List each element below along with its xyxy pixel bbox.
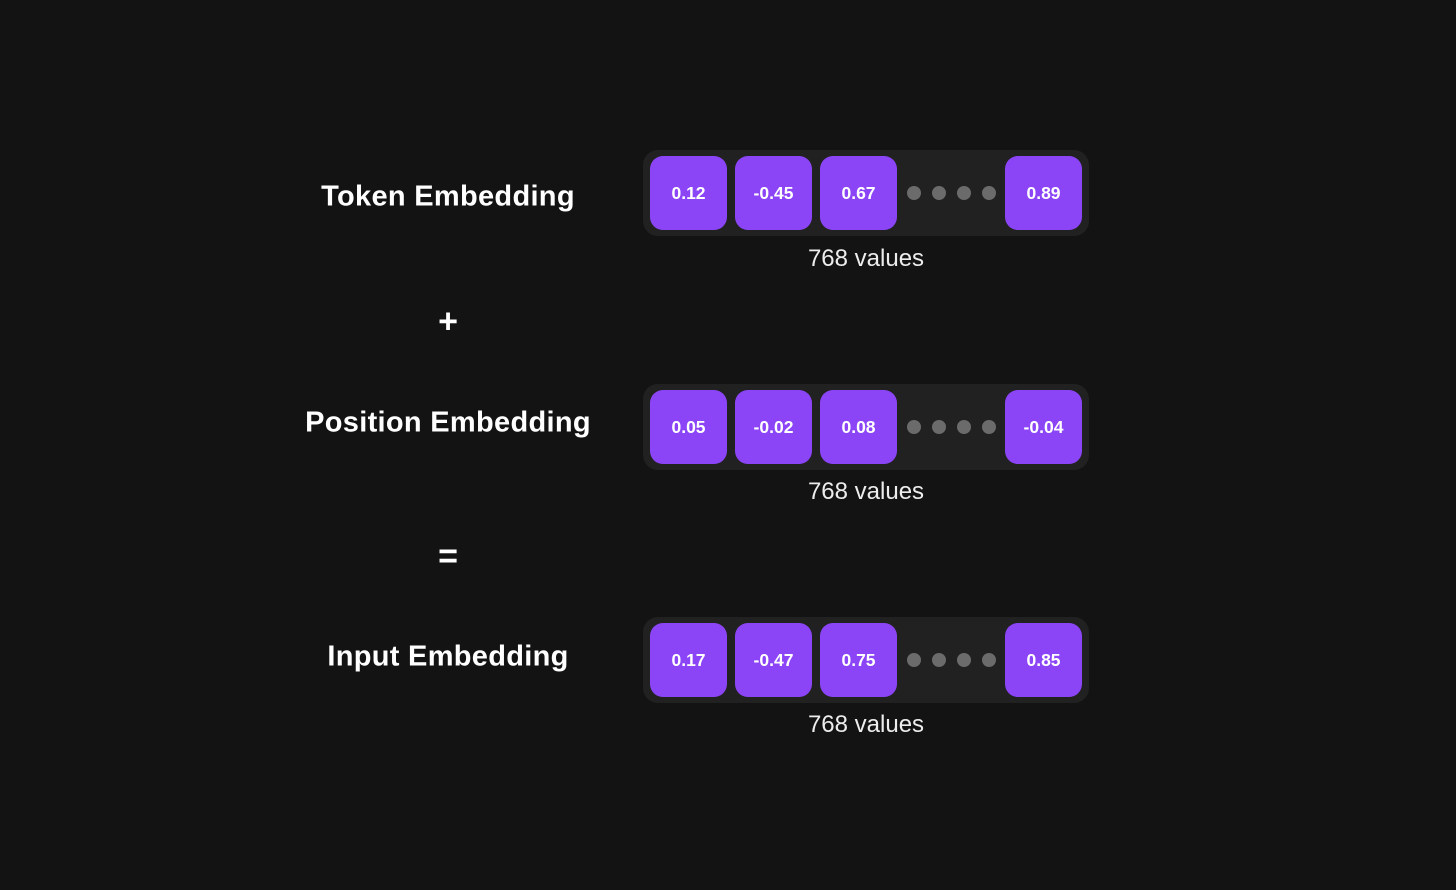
ellipsis-dots [905,186,997,200]
vector-value: 0.05 [650,390,727,464]
position-embedding-vector: 0.05 -0.02 0.08 -0.04 [643,384,1089,470]
dot-icon [956,186,971,200]
dot-icon [906,420,921,434]
dot-icon [981,420,996,434]
vector-value: -0.45 [735,156,812,230]
token-embedding-vector: 0.12 -0.45 0.67 0.89 [643,150,1089,236]
dot-icon [981,186,996,200]
dot-icon [906,186,921,200]
plus-operator: + [438,302,458,341]
vector-value: 0.89 [1005,156,1082,230]
vector-value: -0.02 [735,390,812,464]
dot-icon [956,653,971,667]
vector-value: -0.04 [1005,390,1082,464]
vector-value: 0.75 [820,623,897,697]
vector-value: 0.85 [1005,623,1082,697]
vector-size-caption: 768 values [807,478,925,505]
dot-icon [931,653,946,667]
vector-size-caption: 768 values [807,245,925,272]
token-embedding-label: Token Embedding [321,180,575,213]
input-embedding-label: Input Embedding [327,640,569,673]
vector-value: 0.12 [650,156,727,230]
dot-icon [906,653,921,667]
vector-value: -0.47 [735,623,812,697]
ellipsis-dots [905,420,997,434]
ellipsis-dots [905,653,997,667]
dot-icon [981,653,996,667]
position-embedding-label: Position Embedding [305,406,591,439]
dot-icon [931,186,946,200]
vector-value: 0.08 [820,390,897,464]
vector-size-caption: 768 values [807,711,925,738]
input-embedding-vector: 0.17 -0.47 0.75 0.85 [643,617,1089,703]
dot-icon [956,420,971,434]
equals-operator: = [438,537,458,576]
dot-icon [931,420,946,434]
vector-value: 0.17 [650,623,727,697]
vector-value: 0.67 [820,156,897,230]
